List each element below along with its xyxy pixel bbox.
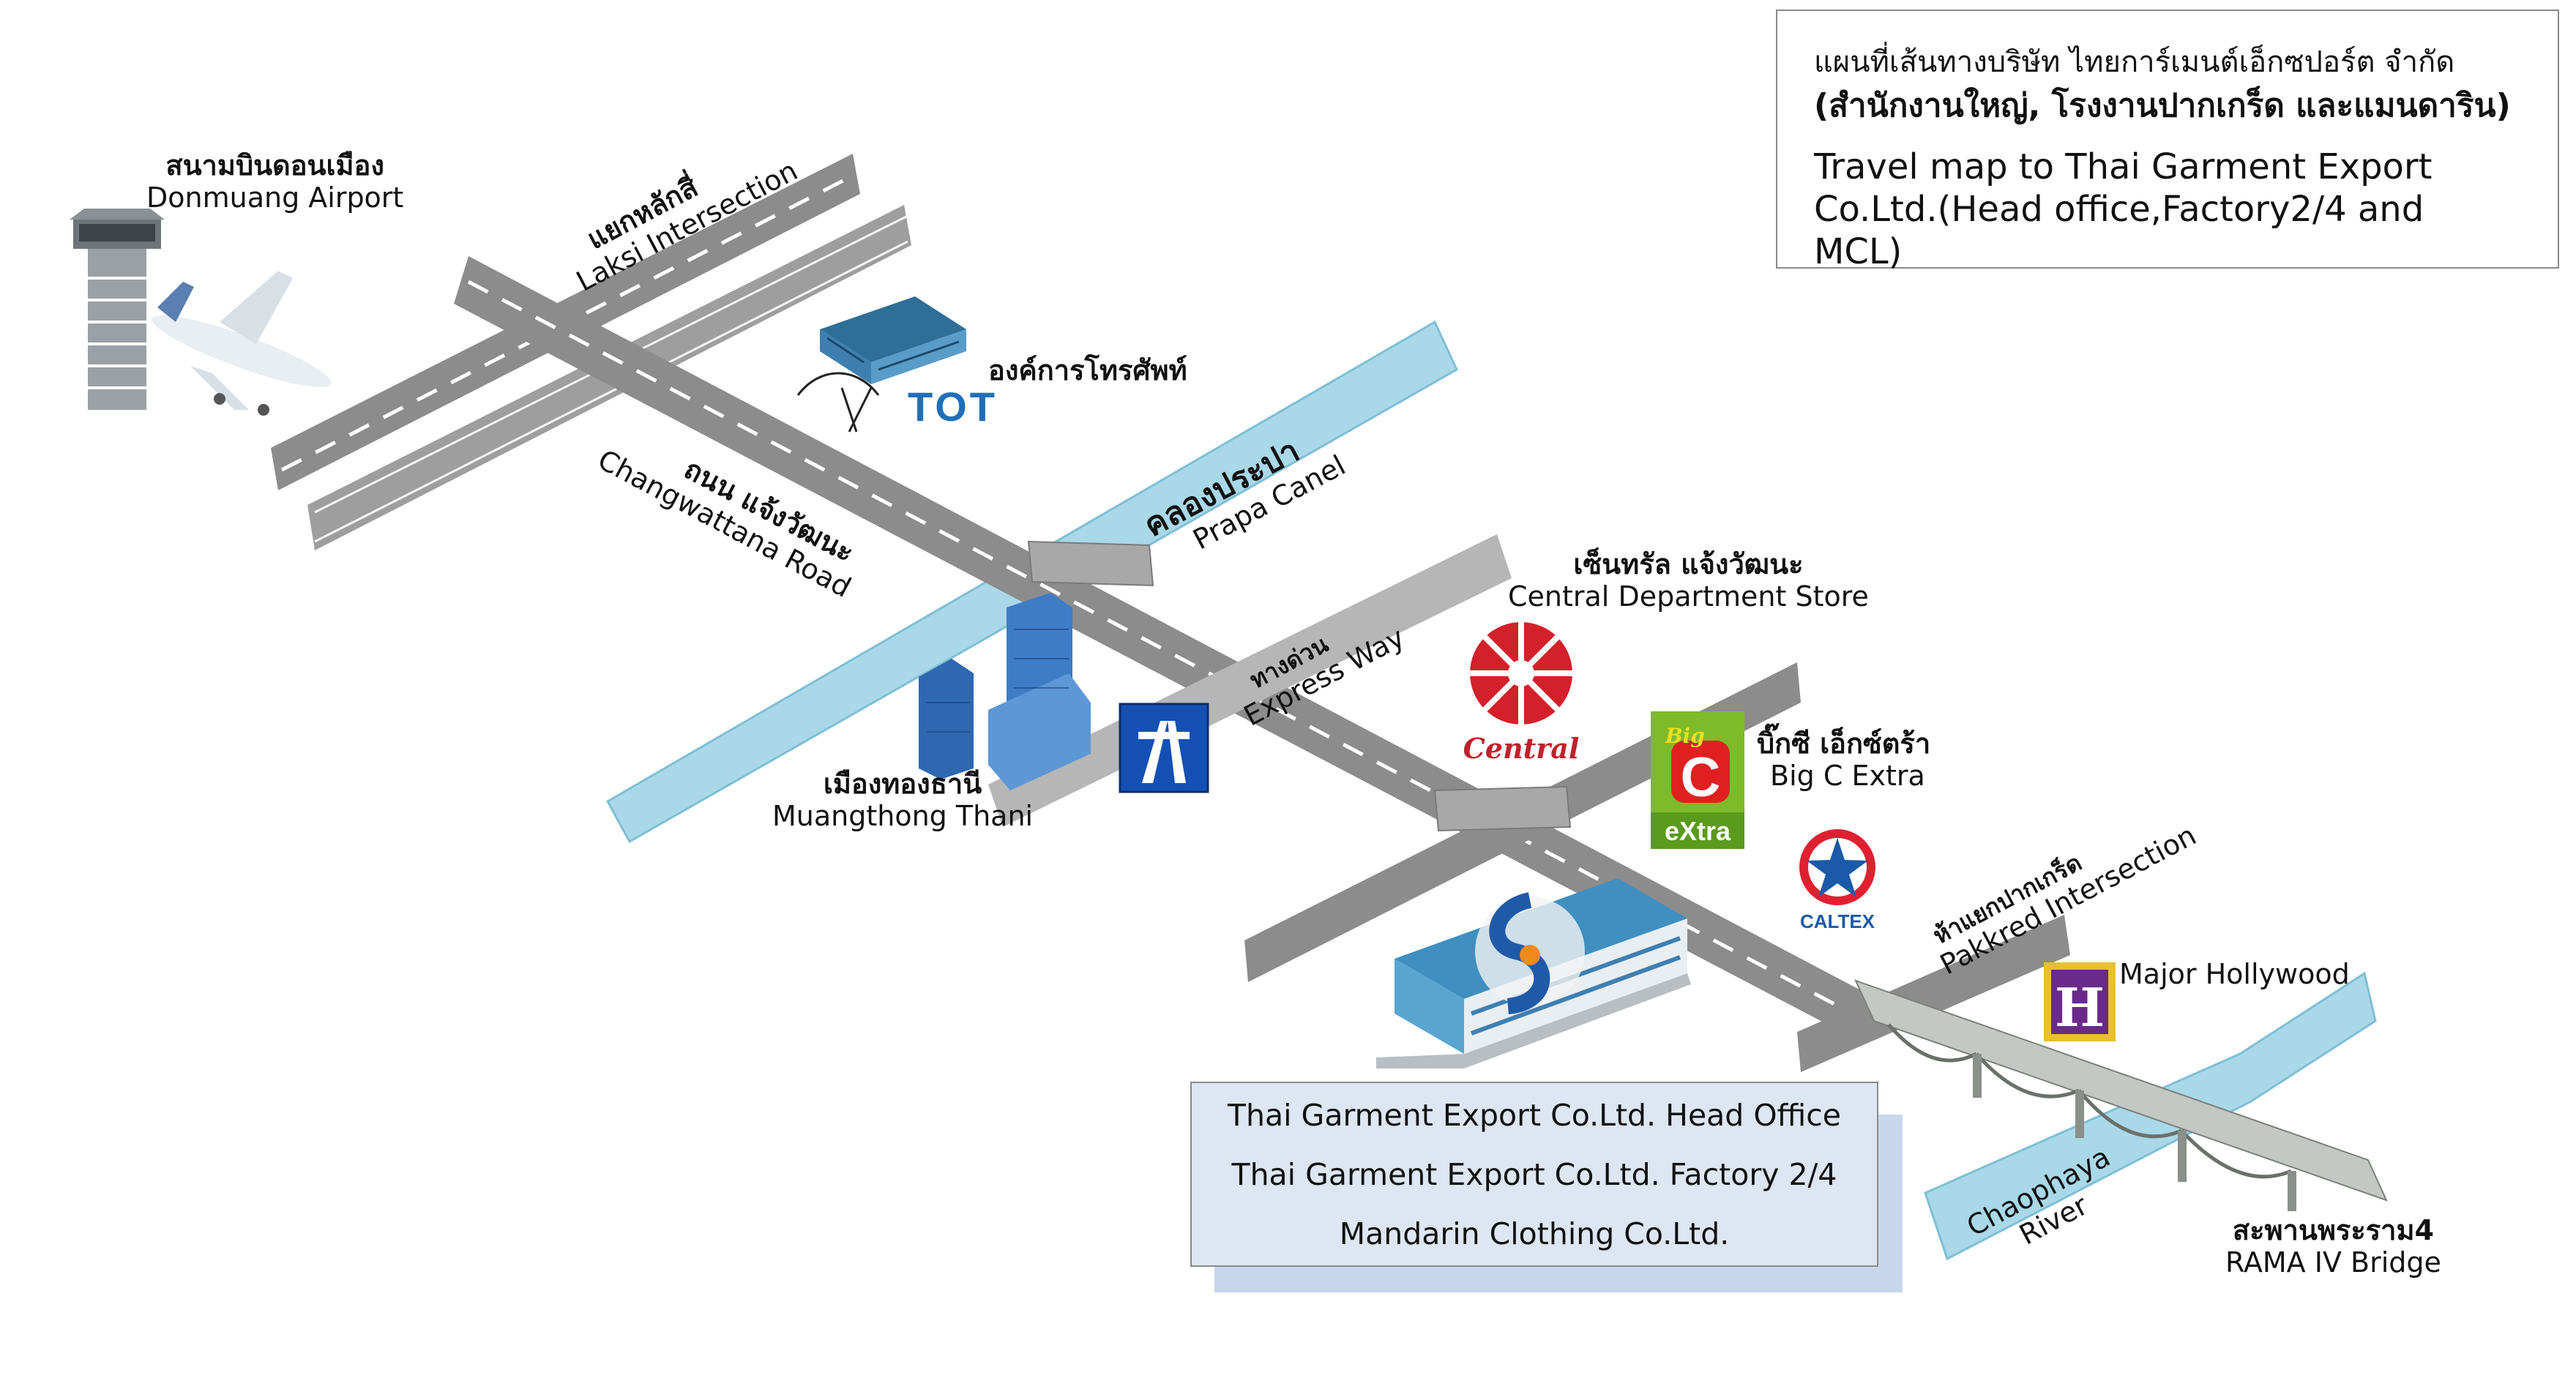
tot-label-thai: องค์การโทรศัพท์: [988, 354, 1187, 386]
pakkred-road: [1797, 915, 2070, 1072]
major-label-english: Major Hollywood: [2119, 958, 2350, 990]
overpass-central: [1433, 785, 1572, 832]
bridge-icon: [1854, 979, 2388, 1211]
muangthong-label-english: Muangthong Thani: [772, 799, 1034, 832]
company-line1: Thai Garment Export Co.Ltd. Head Office: [1227, 1098, 1842, 1133]
overpass-canal: [1027, 540, 1154, 587]
bigc-label-english: Big C Extra: [1770, 759, 1925, 792]
major-hollywood-logo-icon: [2044, 962, 2116, 1041]
central-logo-text: Central: [1463, 732, 1580, 765]
muangthong-label: เมืองทองธานี Muangthong Thani: [772, 768, 1033, 832]
caltex-logo-text: CALTEX: [1800, 910, 1875, 932]
bigc-logo-bottom: eXtra: [1665, 816, 1731, 846]
major-label: Major Hollywood: [2119, 958, 2350, 991]
central-label: เซ็นทรัล แจ้งวัฒนะ Central Department St…: [1508, 548, 1869, 613]
bigc-label: บิ๊กซี เอ็กซ์ตร้า Big C Extra: [1757, 727, 1931, 792]
bigc-logo-icon: [1651, 711, 1744, 849]
title-thai-line1: แผนที่เส้นทางบริษัท ไทยการ์เมนต์เอ็กซปอร…: [1814, 45, 2455, 79]
bigc-label-thai: บิ๊กซี เอ็กซ์ตร้า: [1757, 727, 1931, 760]
company-box: Thai Garment Export Co.Ltd. Head Office …: [1190, 1082, 1878, 1267]
airport-label: สนามบินดอนเมือง Donmuang Airport: [146, 149, 404, 214]
central-logo-icon: [1470, 622, 1572, 725]
bridge-label-english: RAMA IV Bridge: [2225, 1246, 2441, 1279]
airplane-icon: [152, 271, 332, 416]
bridge-label-thai: สะพานพระราม4: [2232, 1214, 2434, 1246]
title-english-line2: Co.Ltd.(Head office,Factory2/4 and MCL): [1814, 189, 2424, 272]
airport-tower-icon: [70, 209, 165, 410]
major-logo-letter: H: [2055, 976, 2105, 1038]
bigc-logo-c: C: [1681, 746, 1721, 809]
airport-label-english: Donmuang Airport: [146, 181, 404, 214]
tot-building-icon: [796, 296, 966, 433]
tot-label: องค์การโทรศัพท์: [988, 354, 1187, 387]
title-english-line1: Travel map to Thai Garment Export: [1814, 146, 2433, 187]
company-line3: Mandarin Clothing Co.Ltd.: [1339, 1216, 1730, 1251]
company-building-icon: [1376, 878, 1691, 1068]
map-title-box: แผนที่เส้นทางบริษัท ไทยการ์เมนต์เอ็กซปอร…: [1776, 10, 2559, 272]
central-label-english: Central Department Store: [1508, 580, 1869, 613]
bridge-label: สะพานพระราม4 RAMA IV Bridge: [2225, 1214, 2441, 1279]
tot-logo: TOT: [908, 383, 998, 430]
title-thai-line2: (สำนักงานใหญ่, โรงงานปากเกร็ด และแมนดาริ…: [1814, 87, 2511, 124]
bigc-logo-top: Big: [1665, 724, 1705, 748]
caltex-logo-icon: [1799, 829, 1875, 905]
company-line2: Thai Garment Export Co.Ltd. Factory 2/4: [1231, 1157, 1837, 1192]
expressway-sign-icon: [1119, 703, 1209, 793]
central-label-thai: เซ็นทรัล แจ้งวัฒนะ: [1573, 548, 1804, 580]
muangthong-label-thai: เมืองทองธานี: [823, 768, 982, 800]
airport-label-thai: สนามบินดอนเมือง: [165, 149, 384, 181]
muangthong-towers-icon: [919, 593, 1091, 790]
